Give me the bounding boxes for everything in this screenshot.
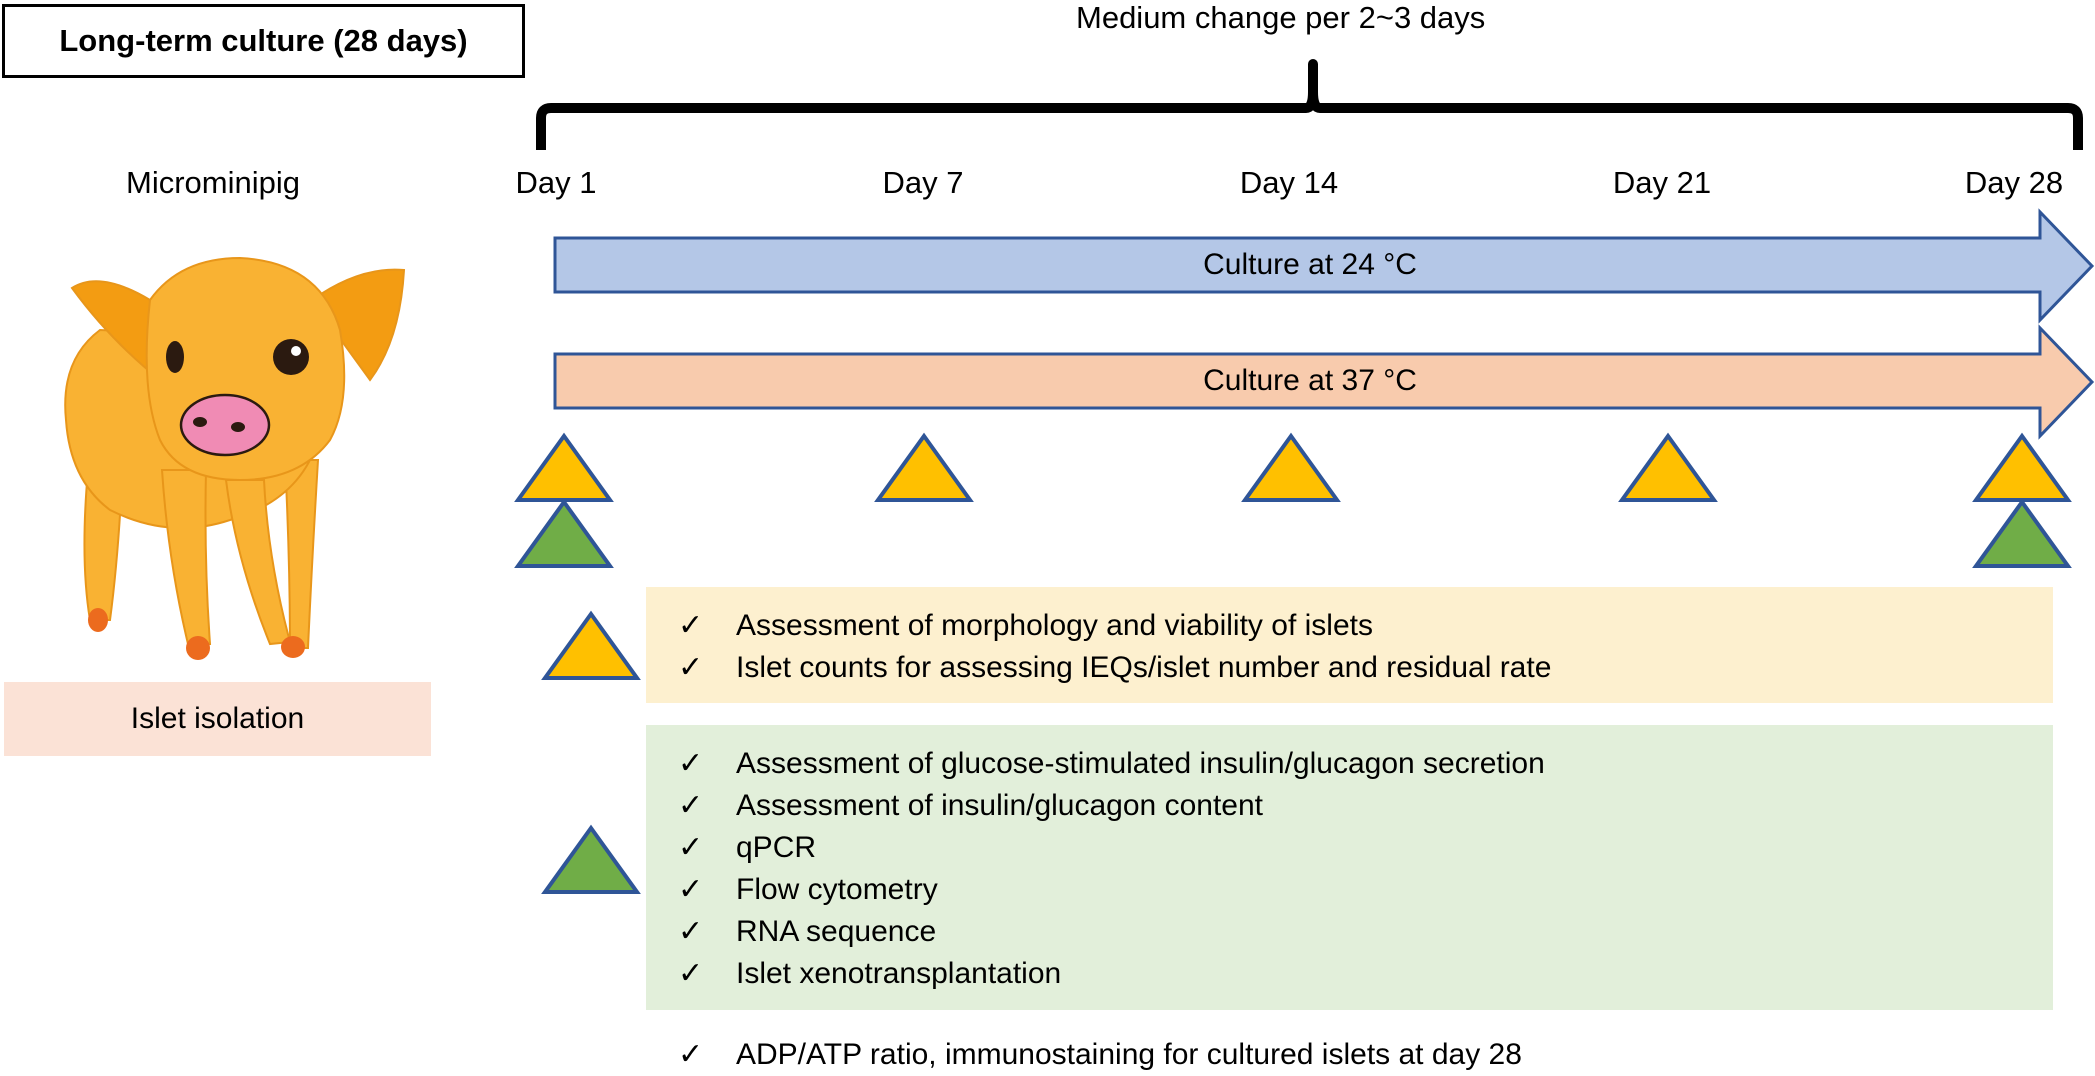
triangle-yellow-day14 xyxy=(1241,432,1341,502)
day-label-7: Day 7 xyxy=(882,165,964,200)
check-icon: ✓ xyxy=(678,1038,704,1071)
check-icon: ✓ xyxy=(678,651,704,684)
triangle-green-day1 xyxy=(514,498,614,568)
list-item: ✓ Flow cytometry xyxy=(678,869,2053,911)
list-item: ✓ Assessment of glucose-stimulated insul… xyxy=(678,743,2053,785)
arrow-label-24: Culture at 24 °C xyxy=(1203,248,1417,281)
islet-isolation-label: Islet isolation xyxy=(4,682,431,756)
microminipig-label: Microminipig xyxy=(126,165,300,200)
day-label-28: Day 28 xyxy=(1964,165,2064,200)
check-icon: ✓ xyxy=(678,747,704,780)
day-label-14: Day 14 xyxy=(1239,165,1339,200)
check-icon: ✓ xyxy=(678,915,704,948)
triangle-yellow-day28 xyxy=(1972,432,2072,502)
yellow-assessment-panel: ✓ Assessment of morphology and viability… xyxy=(646,587,2053,703)
medium-change-brace xyxy=(536,59,2083,150)
triangle-yellow-day1 xyxy=(514,432,614,502)
day-label-1: Day 1 xyxy=(515,165,597,200)
check-icon: ✓ xyxy=(678,609,704,642)
check-icon: ✓ xyxy=(678,789,704,822)
list-item: ✓ RNA sequence xyxy=(678,911,2053,953)
page-title: Long-term culture (28 days) xyxy=(2,4,525,78)
triangle-yellow-day21 xyxy=(1618,432,1718,502)
arrow-culture-24 xyxy=(553,208,2095,324)
green-assessment-panel: ✓ Assessment of glucose-stimulated insul… xyxy=(646,725,2053,1010)
legend-triangle-yellow xyxy=(541,610,641,680)
list-item: ✓ Islet counts for assessing IEQs/islet … xyxy=(678,647,2053,689)
list-item: ✓ Assessment of insulin/glucagon content xyxy=(678,785,2053,827)
extra-assessment-item: ✓ ADP/ATP ratio, immunostaining for cult… xyxy=(678,1034,1522,1076)
day-label-21: Day 21 xyxy=(1612,165,1712,200)
check-icon: ✓ xyxy=(678,957,704,990)
arrow-culture-37 xyxy=(553,324,2095,440)
triangle-green-day28 xyxy=(1972,498,2072,568)
check-icon: ✓ xyxy=(678,873,704,906)
microminipig-illustration xyxy=(64,256,406,660)
triangle-yellow-day7 xyxy=(874,432,974,502)
arrow-label-37: Culture at 37 °C xyxy=(1203,364,1417,397)
list-item: ✓ Assessment of morphology and viability… xyxy=(678,605,2053,647)
list-item: ✓ qPCR xyxy=(678,827,2053,869)
list-item: ✓ Islet xenotransplantation xyxy=(678,953,2053,995)
check-icon: ✓ xyxy=(678,831,704,864)
medium-change-label: Medium change per 2~3 days xyxy=(1076,0,1486,35)
legend-triangle-green xyxy=(541,824,641,894)
